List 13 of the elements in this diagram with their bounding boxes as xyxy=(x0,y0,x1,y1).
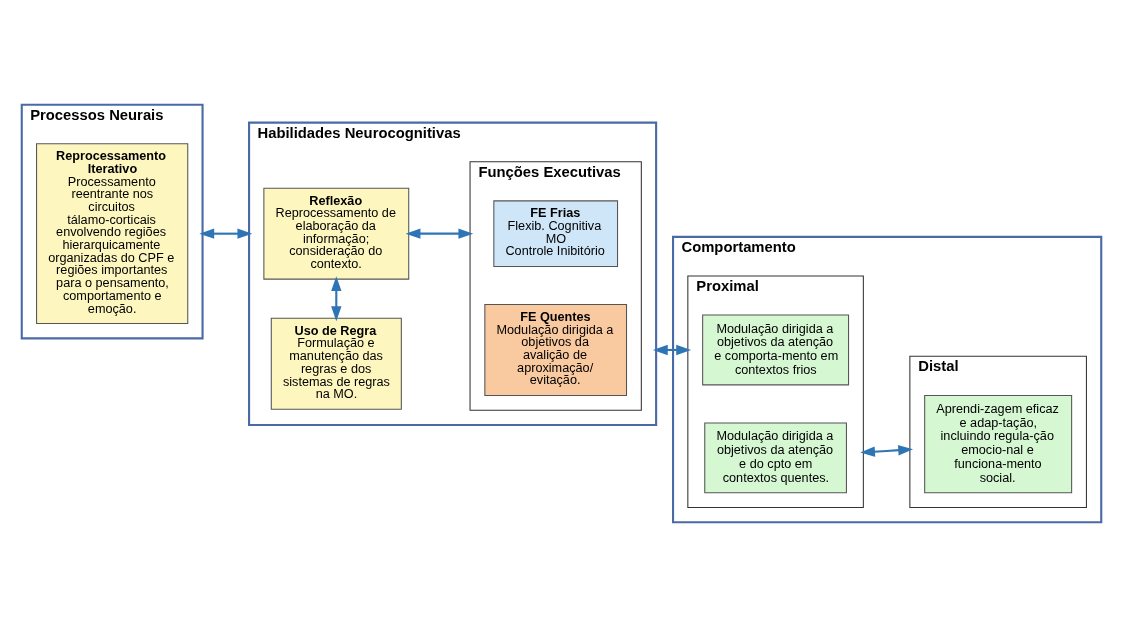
arrow xyxy=(860,444,914,457)
node-box: Modulação dirigida a objetivos da atenção e comporta-mento em contextos frios xyxy=(702,314,850,385)
node-box: FE Frias Flexib. Cognitiva MO Controle Inibitório xyxy=(493,199,619,267)
node-box: Modulação dirigida a objetivos da atenção e do cpto em contextos quentes. xyxy=(704,421,847,493)
node-box: Aprendi-zagem eficaz e adap-tação, incluindo regula-ção emocio-nal e funciona-mento social. xyxy=(924,394,1073,493)
node-box: Reflexão Reprocessamento de elaboração da informação; consideração do contexto. xyxy=(263,187,410,280)
arrow xyxy=(331,275,342,321)
arrow xyxy=(199,228,253,239)
arrow xyxy=(652,344,692,355)
node-box: Uso de Regra Formulação e manutenção das regras e dos sistemas de regras na MO. xyxy=(270,317,402,410)
arrow xyxy=(405,228,474,239)
node-box: Reprocessamento Iterativo Processamento reentrante nos circuitos tálamo-corticais envolvendo regiões hierarquicamente organizadas do CPF e regiões importantes para o pensamento, comportamento e emoção. xyxy=(36,142,189,324)
node-box: FE Quentes Modulação dirigida a objetivos da avalição de aproximação/ evitação. xyxy=(484,303,628,396)
